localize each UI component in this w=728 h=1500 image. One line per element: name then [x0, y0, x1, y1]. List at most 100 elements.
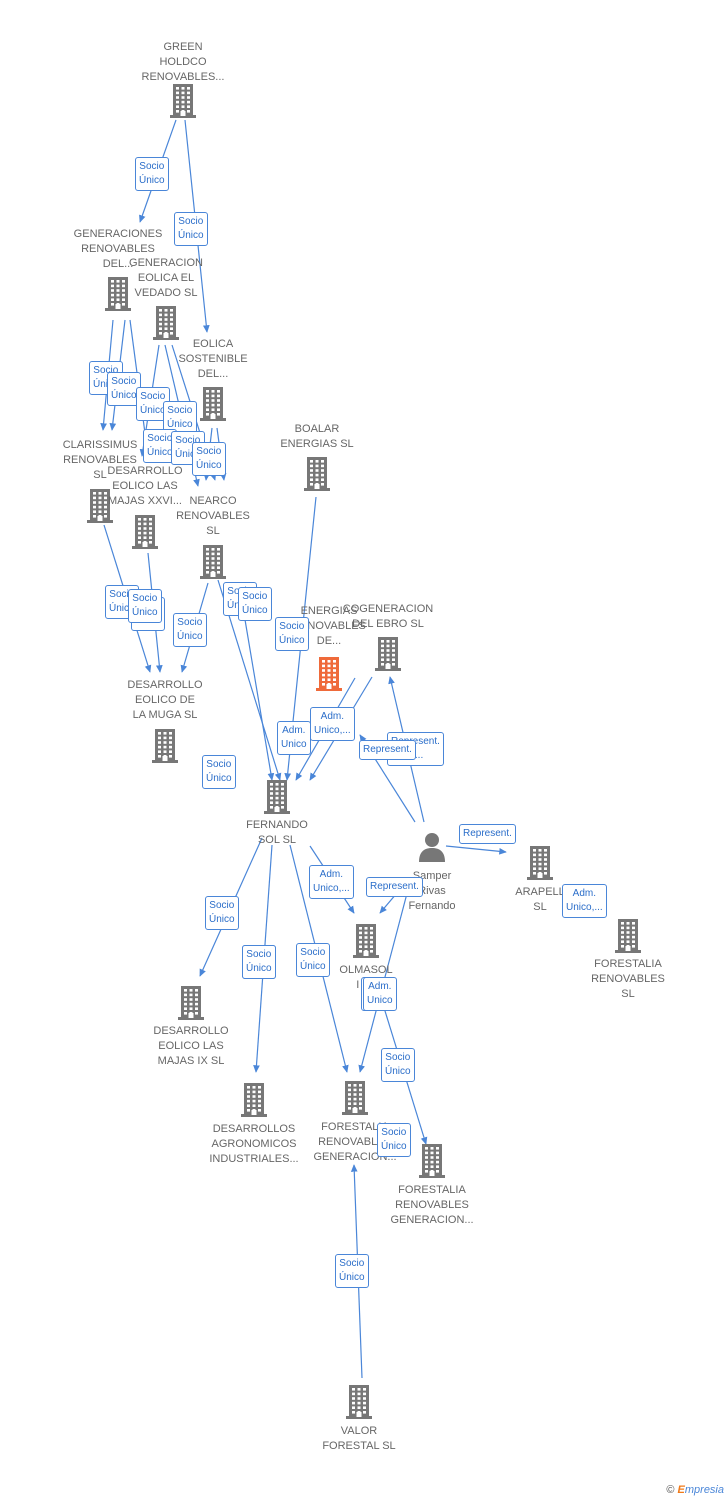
- node-label-line: SL: [621, 988, 635, 1000]
- relation-label[interactable]: Adm.Unico,...: [310, 707, 355, 741]
- relation-label[interactable]: Adm.Unico,...: [309, 865, 354, 899]
- node-label-line: DESARROLLO: [153, 1025, 229, 1037]
- building-icon[interactable]: [261, 778, 293, 814]
- building-icon[interactable]: [372, 635, 404, 671]
- node-label-line: FORESTALIA: [594, 958, 662, 970]
- building-icon[interactable]: [129, 513, 161, 549]
- building-icon[interactable]: [350, 922, 382, 958]
- relation-label[interactable]: Represent.: [366, 877, 423, 897]
- relation-label-line: Socio: [175, 435, 201, 446]
- node-label-line: FORESTAL SL: [322, 1440, 396, 1452]
- building-icon[interactable]: [175, 984, 207, 1020]
- relation-label[interactable]: Represent.: [459, 824, 516, 844]
- relation-label-line: Único: [279, 635, 305, 646]
- building-icon[interactable]: [612, 917, 644, 953]
- relation-label-line: Socio: [385, 1052, 411, 1063]
- building-icon[interactable]: [313, 655, 345, 691]
- node-label-line: RENOVABLES: [395, 1199, 469, 1211]
- relation-label[interactable]: Adm.Unico: [277, 721, 311, 755]
- node-label-line: GENERACIONES: [73, 228, 163, 240]
- relation-label-line: Socio: [93, 365, 119, 376]
- building-icon[interactable]: [339, 1079, 371, 1115]
- relation-label[interactable]: Represent.: [359, 740, 416, 760]
- node-label-line: SOSTENIBLE: [178, 353, 248, 365]
- building-icon[interactable]: [84, 487, 116, 523]
- building-icon[interactable]: [301, 455, 333, 491]
- relation-label-line: Socio: [339, 1258, 365, 1269]
- node-label-line: EOLICO LAS: [112, 480, 178, 492]
- relation-label-line: Socio: [242, 591, 268, 602]
- relation-label[interactable]: Adm.Unico,...: [562, 884, 607, 918]
- person-icon[interactable]: [417, 831, 447, 863]
- node-label-line: GREEN: [163, 41, 203, 53]
- building-icon[interactable]: [416, 1142, 448, 1178]
- building-icon[interactable]: [197, 543, 229, 579]
- node-label-line: DEL EBRO SL: [352, 618, 424, 630]
- building-icon[interactable]: [197, 385, 229, 421]
- node-label-line: EOLICO DE: [135, 694, 195, 706]
- building-icon[interactable]: [167, 82, 199, 118]
- relation-label[interactable]: Adm.Unico: [363, 977, 397, 1011]
- node-label-cogeneracion[interactable]: COGENERACION DEL EBRO SL: [323, 602, 453, 632]
- building-icon[interactable]: [238, 1081, 270, 1117]
- relation-label-line: Socio: [196, 446, 222, 457]
- building-icon[interactable]: [150, 304, 182, 340]
- building-icon[interactable]: [343, 1383, 375, 1419]
- relation-label-line: Socio: [206, 759, 232, 770]
- node-label-line: RENOVABLES: [318, 1136, 392, 1148]
- node-label-line: COGENERACION: [342, 603, 434, 615]
- relation-label-line: Unico,...: [314, 725, 351, 736]
- relation-label-line: Único: [147, 447, 173, 458]
- node-label-line: INDUSTRIALES...: [209, 1153, 299, 1165]
- building-icon[interactable]: [149, 727, 181, 763]
- relation-label-line: Adm.: [319, 869, 344, 880]
- relation-label-line: Represent.: [363, 744, 412, 755]
- relation-label-line: Único: [381, 1141, 407, 1152]
- relation-label-line: Único: [93, 379, 119, 390]
- relation-label-line: Socio: [167, 405, 193, 416]
- relation-label-line: Único: [167, 419, 193, 430]
- node-label-line: SL: [93, 469, 107, 481]
- building-icon[interactable]: [102, 275, 134, 311]
- node-label-line: RENOVABLES: [63, 454, 137, 466]
- relation-edge: [445, 845, 507, 855]
- building-icon[interactable]: [524, 844, 556, 880]
- relation-label-line: Único: [139, 175, 165, 186]
- relation-label-line: Único: [339, 1272, 365, 1283]
